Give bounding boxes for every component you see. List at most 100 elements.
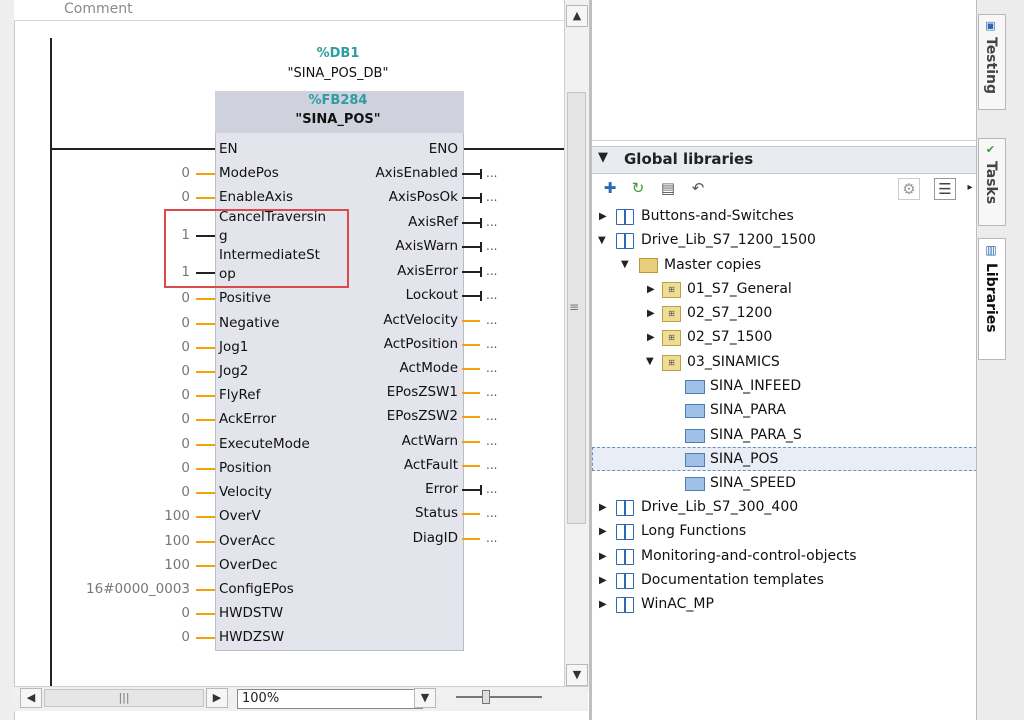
value-ackerror[interactable]: 0 [181, 411, 190, 427]
zoom-dropdown-button[interactable]: ▼ [414, 688, 436, 708]
out-axisref[interactable]: ... [486, 215, 498, 229]
pin-in-hwdzsw[interactable]: HWDZSW [219, 629, 285, 645]
tree-item-03-sinamics[interactable]: 03_SINAMICS [687, 354, 780, 370]
pin-out-actposition[interactable]: ActPosition [383, 336, 458, 352]
tree-item-documentation-templates[interactable]: Documentation templates [641, 572, 824, 588]
expand-arrow-icon[interactable]: ▶ [647, 284, 655, 295]
zoom-slider-handle[interactable] [482, 690, 490, 704]
out-eposzsw1[interactable]: ... [486, 385, 498, 399]
scroll-left-button[interactable]: ◀ [20, 688, 42, 708]
pin-in-flyref[interactable]: FlyRef [219, 387, 261, 403]
save-library-icon[interactable]: ▤ [660, 179, 676, 197]
pin-in-hwdstw[interactable]: HWDSTW [219, 605, 284, 621]
out-axisenabled[interactable]: ... [486, 166, 498, 180]
value-jog1[interactable]: 0 [181, 339, 190, 355]
pin-in-jog1[interactable]: Jog1 [219, 339, 249, 355]
pin-in-en[interactable]: EN [219, 141, 238, 157]
value-flyref[interactable]: 0 [181, 387, 190, 403]
pin-in-position[interactable]: Position [219, 460, 272, 476]
tree-item-sina-para[interactable]: SINA_PARA [710, 402, 786, 418]
out-status[interactable]: ... [486, 506, 498, 520]
out-actwarn[interactable]: ... [486, 434, 498, 448]
value-executemode[interactable]: 0 [181, 436, 190, 452]
value-jog2[interactable]: 0 [181, 363, 190, 379]
scroll-up-button[interactable]: ▲ [566, 5, 588, 27]
db-address[interactable]: %DB1 [316, 46, 360, 61]
out-actposition[interactable]: ... [486, 337, 498, 351]
pin-out-actvelocity[interactable]: ActVelocity [383, 312, 458, 328]
collapse-arrow-icon[interactable]: ▼ [598, 235, 606, 246]
out-actvelocity[interactable]: ... [486, 313, 498, 327]
tree-item-sina-para-s[interactable]: SINA_PARA_S [710, 427, 802, 443]
zoom-slider[interactable] [456, 696, 542, 698]
pin-in-overdec[interactable]: OverDec [219, 557, 278, 573]
network-comment-bar[interactable] [14, 0, 564, 21]
value-overv[interactable]: 100 [164, 508, 190, 524]
expand-arrow-icon[interactable]: ▶ [599, 526, 607, 537]
out-eposzsw2[interactable]: ... [486, 409, 498, 423]
pin-out-error[interactable]: Error [425, 481, 458, 497]
pin-out-axisenabled[interactable]: AxisEnabled [375, 165, 458, 181]
more-icon[interactable]: ▸ [967, 182, 973, 193]
pin-in-negative[interactable]: Negative [219, 315, 280, 331]
tree-item-monitoring-and-control-objects[interactable]: Monitoring-and-control-objects [641, 548, 857, 564]
comment-placeholder[interactable]: Comment [64, 1, 133, 17]
collapse-arrow-icon[interactable]: ▼ [621, 259, 629, 270]
value-modepos[interactable]: 0 [181, 165, 190, 181]
expand-arrow-icon[interactable]: ▶ [599, 575, 607, 586]
pin-in-intermediatestop[interactable]: IntermediateSt op [219, 247, 320, 282]
expand-arrow-icon[interactable]: ▶ [647, 332, 655, 343]
pin-in-ackerror[interactable]: AckError [219, 411, 277, 427]
pin-out-axisposok[interactable]: AxisPosOk [388, 189, 458, 205]
value-overacc[interactable]: 100 [164, 533, 190, 549]
panel-divider[interactable] [589, 0, 592, 720]
new-library-icon[interactable]: ✚ [603, 179, 617, 197]
function-block[interactable] [215, 91, 464, 651]
pin-out-lockout[interactable]: Lockout [405, 287, 458, 303]
pin-out-actwarn[interactable]: ActWarn [401, 433, 458, 449]
pin-out-axiswarn[interactable]: AxisWarn [395, 238, 458, 254]
tree-item-drive-lib-s7-300-400[interactable]: Drive_Lib_S7_300_400 [641, 499, 799, 515]
pin-out-eposzsw1[interactable]: EPosZSW1 [386, 384, 458, 400]
value-position[interactable]: 0 [181, 460, 190, 476]
horizontal-scroll-thumb[interactable]: ||| [44, 689, 204, 707]
pin-out-axiserror[interactable]: AxisError [397, 263, 458, 279]
undo-icon[interactable]: ↶ [691, 179, 705, 197]
global-libraries-header[interactable] [592, 146, 976, 174]
collapse-chevron-icon[interactable]: ▼ [598, 150, 608, 165]
pin-out-eno[interactable]: ENO [428, 141, 458, 157]
pin-out-actmode[interactable]: ActMode [399, 360, 459, 376]
pin-out-status[interactable]: Status [414, 505, 458, 521]
out-actfault[interactable]: ... [486, 458, 498, 472]
value-negative[interactable]: 0 [181, 315, 190, 331]
pin-in-overv[interactable]: OverV [219, 508, 261, 524]
scroll-right-button[interactable]: ▶ [206, 688, 228, 708]
scroll-thumb[interactable] [567, 92, 586, 524]
tab-tasks[interactable]: ✔ Tasks [978, 138, 1006, 226]
value-enableaxis[interactable]: 0 [181, 189, 190, 205]
list-view-icon[interactable]: ☰ [934, 178, 956, 200]
expand-arrow-icon[interactable]: ▶ [599, 551, 607, 562]
pin-in-overacc[interactable]: OverAcc [219, 533, 276, 549]
pin-out-actfault[interactable]: ActFault [403, 457, 458, 473]
tree-item-sina-infeed[interactable]: SINA_INFEED [710, 378, 802, 394]
pin-in-modepos[interactable]: ModePos [219, 165, 279, 181]
pin-out-eposzsw2[interactable]: EPosZSW2 [386, 408, 458, 424]
properties-icon[interactable]: ⚙ [898, 178, 920, 200]
expand-arrow-icon[interactable]: ▶ [647, 308, 655, 319]
expand-arrow-icon[interactable]: ▶ [599, 599, 607, 610]
pin-in-executemode[interactable]: ExecuteMode [219, 436, 310, 452]
pin-in-positive[interactable]: Positive [219, 290, 272, 306]
pin-out-diagid[interactable]: DiagID [412, 530, 458, 546]
out-lockout[interactable]: ... [486, 288, 498, 302]
db-name[interactable]: "SINA_POS_DB" [287, 66, 389, 81]
expand-arrow-icon[interactable]: ▶ [599, 211, 607, 222]
value-configepos[interactable]: 16#0000_0003 [86, 581, 190, 597]
pin-in-jog2[interactable]: Jog2 [219, 363, 249, 379]
expand-arrow-icon[interactable]: ▶ [599, 502, 607, 513]
value-hwdstw[interactable]: 0 [181, 605, 190, 621]
out-axiserror[interactable]: ... [486, 264, 498, 278]
tree-item-sina-pos[interactable]: SINA_POS [710, 451, 779, 467]
out-actmode[interactable]: ... [486, 361, 498, 375]
tree-item-winac-mp[interactable]: WinAC_MP [641, 596, 714, 612]
